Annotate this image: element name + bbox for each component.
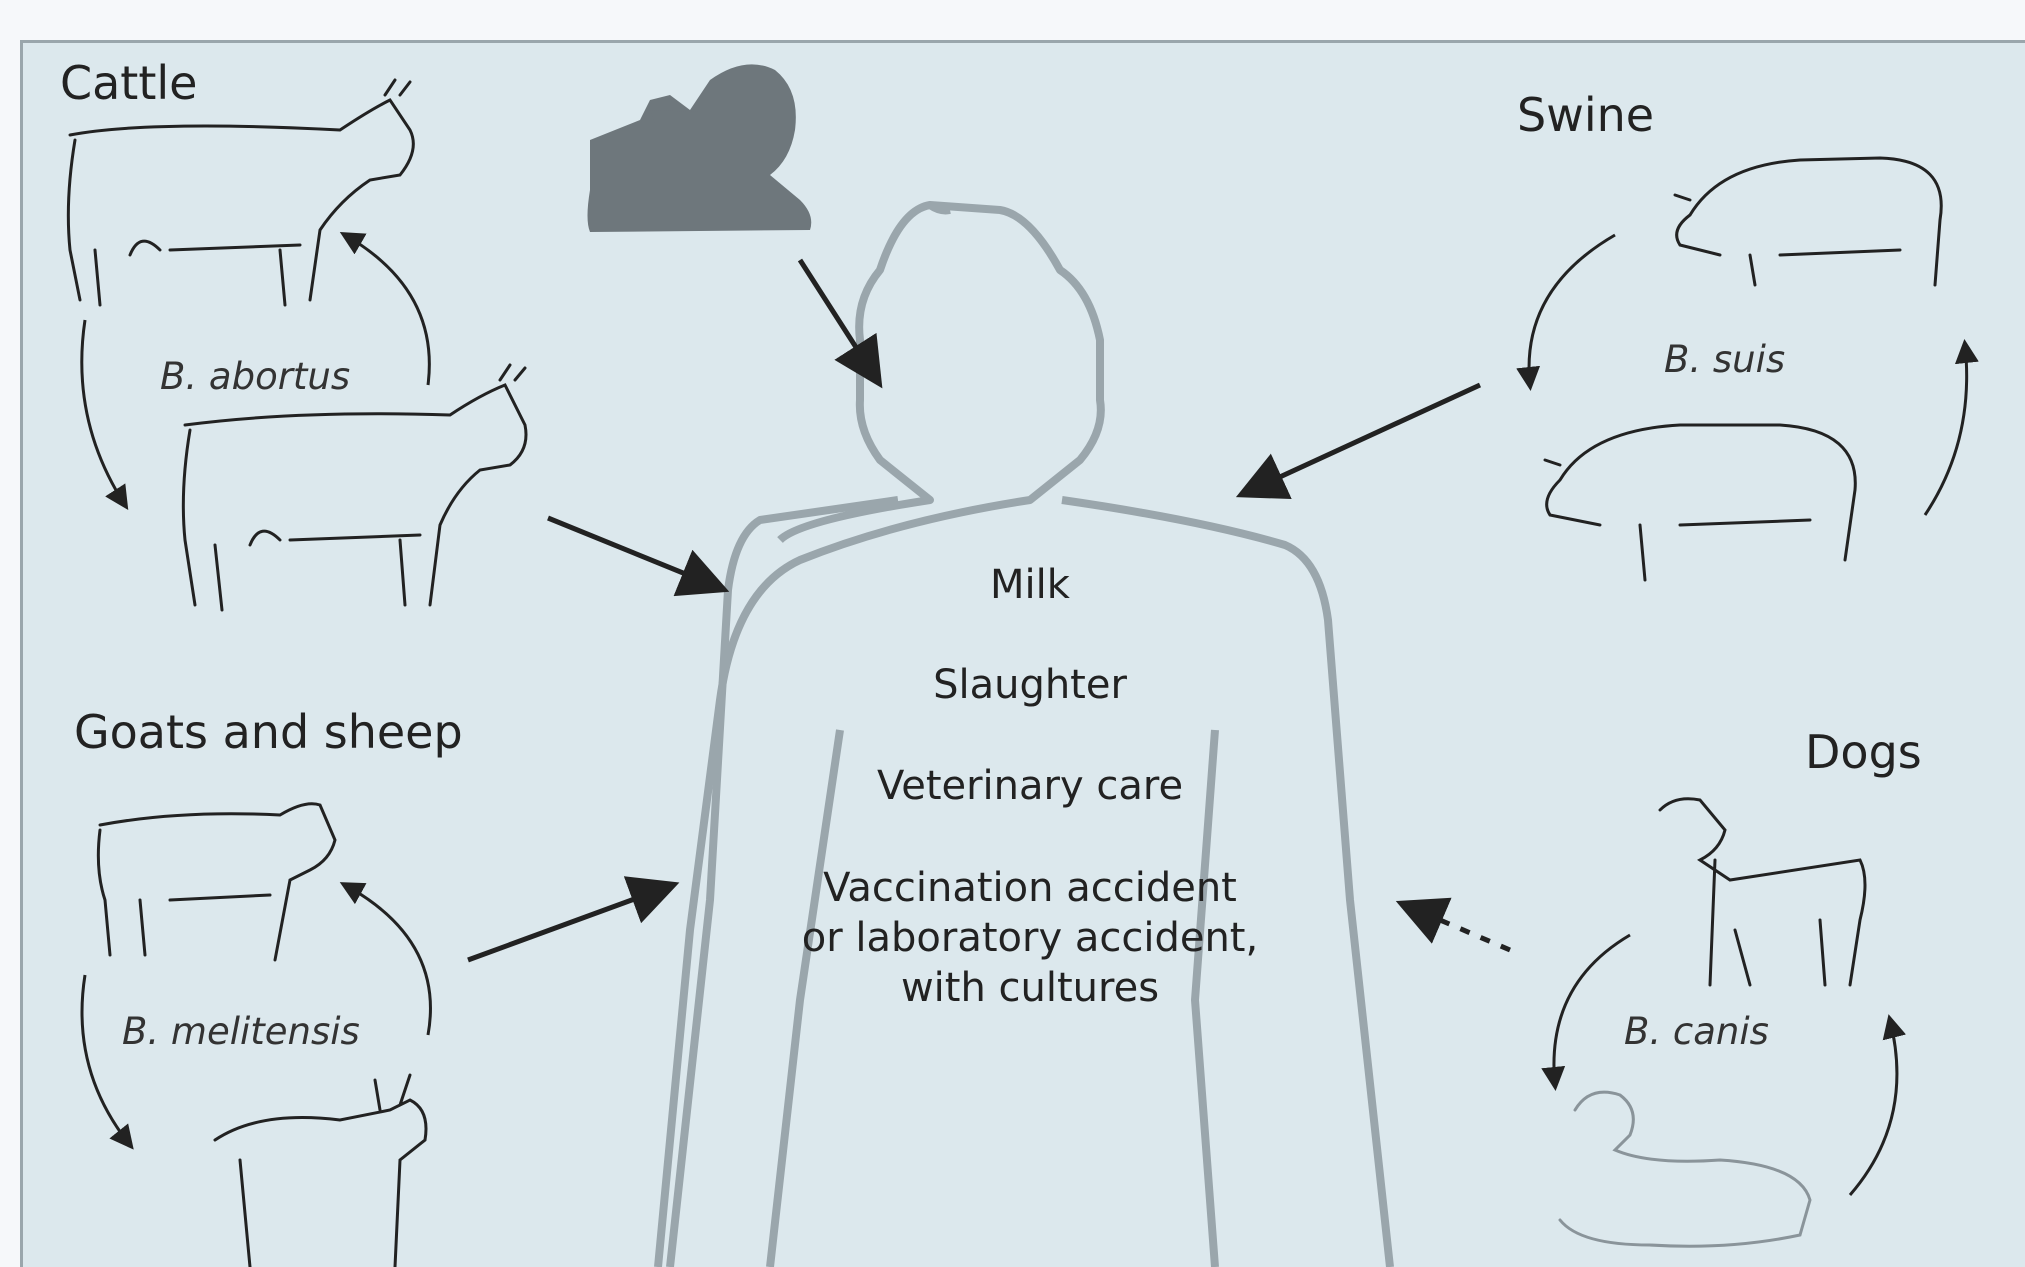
cattle-title: Cattle	[60, 56, 197, 110]
route-milk: Milk	[990, 562, 1070, 608]
species-melitensis: B. melitensis	[122, 1010, 360, 1053]
dog-icon	[1660, 799, 1865, 985]
arrow-dogs-to-human	[1405, 905, 1510, 950]
species-canis: B. canis	[1624, 1010, 1769, 1053]
route-veterinary-care: Veterinary care	[877, 763, 1183, 809]
puppy-icon	[1560, 1092, 1810, 1246]
arrow-cattle-to-human	[548, 518, 720, 588]
route-accident-line1: Vaccination accident	[823, 865, 1237, 911]
sheep-icon	[98, 804, 335, 960]
goats-sheep-title: Goats and sheep	[74, 705, 463, 759]
arrow-goats-to-human	[468, 886, 670, 960]
swine-title: Swine	[1517, 88, 1654, 142]
route-accident-line3: with cultures	[901, 965, 1159, 1011]
pig-icon	[1545, 425, 1855, 580]
pig-icon	[1675, 158, 1941, 285]
scientist-microscope-icon	[588, 64, 812, 232]
cow-icon	[183, 365, 526, 610]
arrow-laboratory-to-human	[800, 260, 877, 380]
cow-icon	[68, 80, 413, 305]
route-accident-line2: or laboratory accident,	[802, 915, 1258, 961]
arrow-swine-to-human	[1245, 385, 1480, 493]
human-silhouette-icon	[658, 205, 1390, 1267]
dogs-title: Dogs	[1805, 725, 1922, 779]
species-abortus: B. abortus	[160, 355, 350, 398]
route-slaughter: Slaughter	[933, 662, 1127, 708]
goat-icon	[215, 1075, 426, 1267]
species-suis: B. suis	[1664, 338, 1785, 381]
